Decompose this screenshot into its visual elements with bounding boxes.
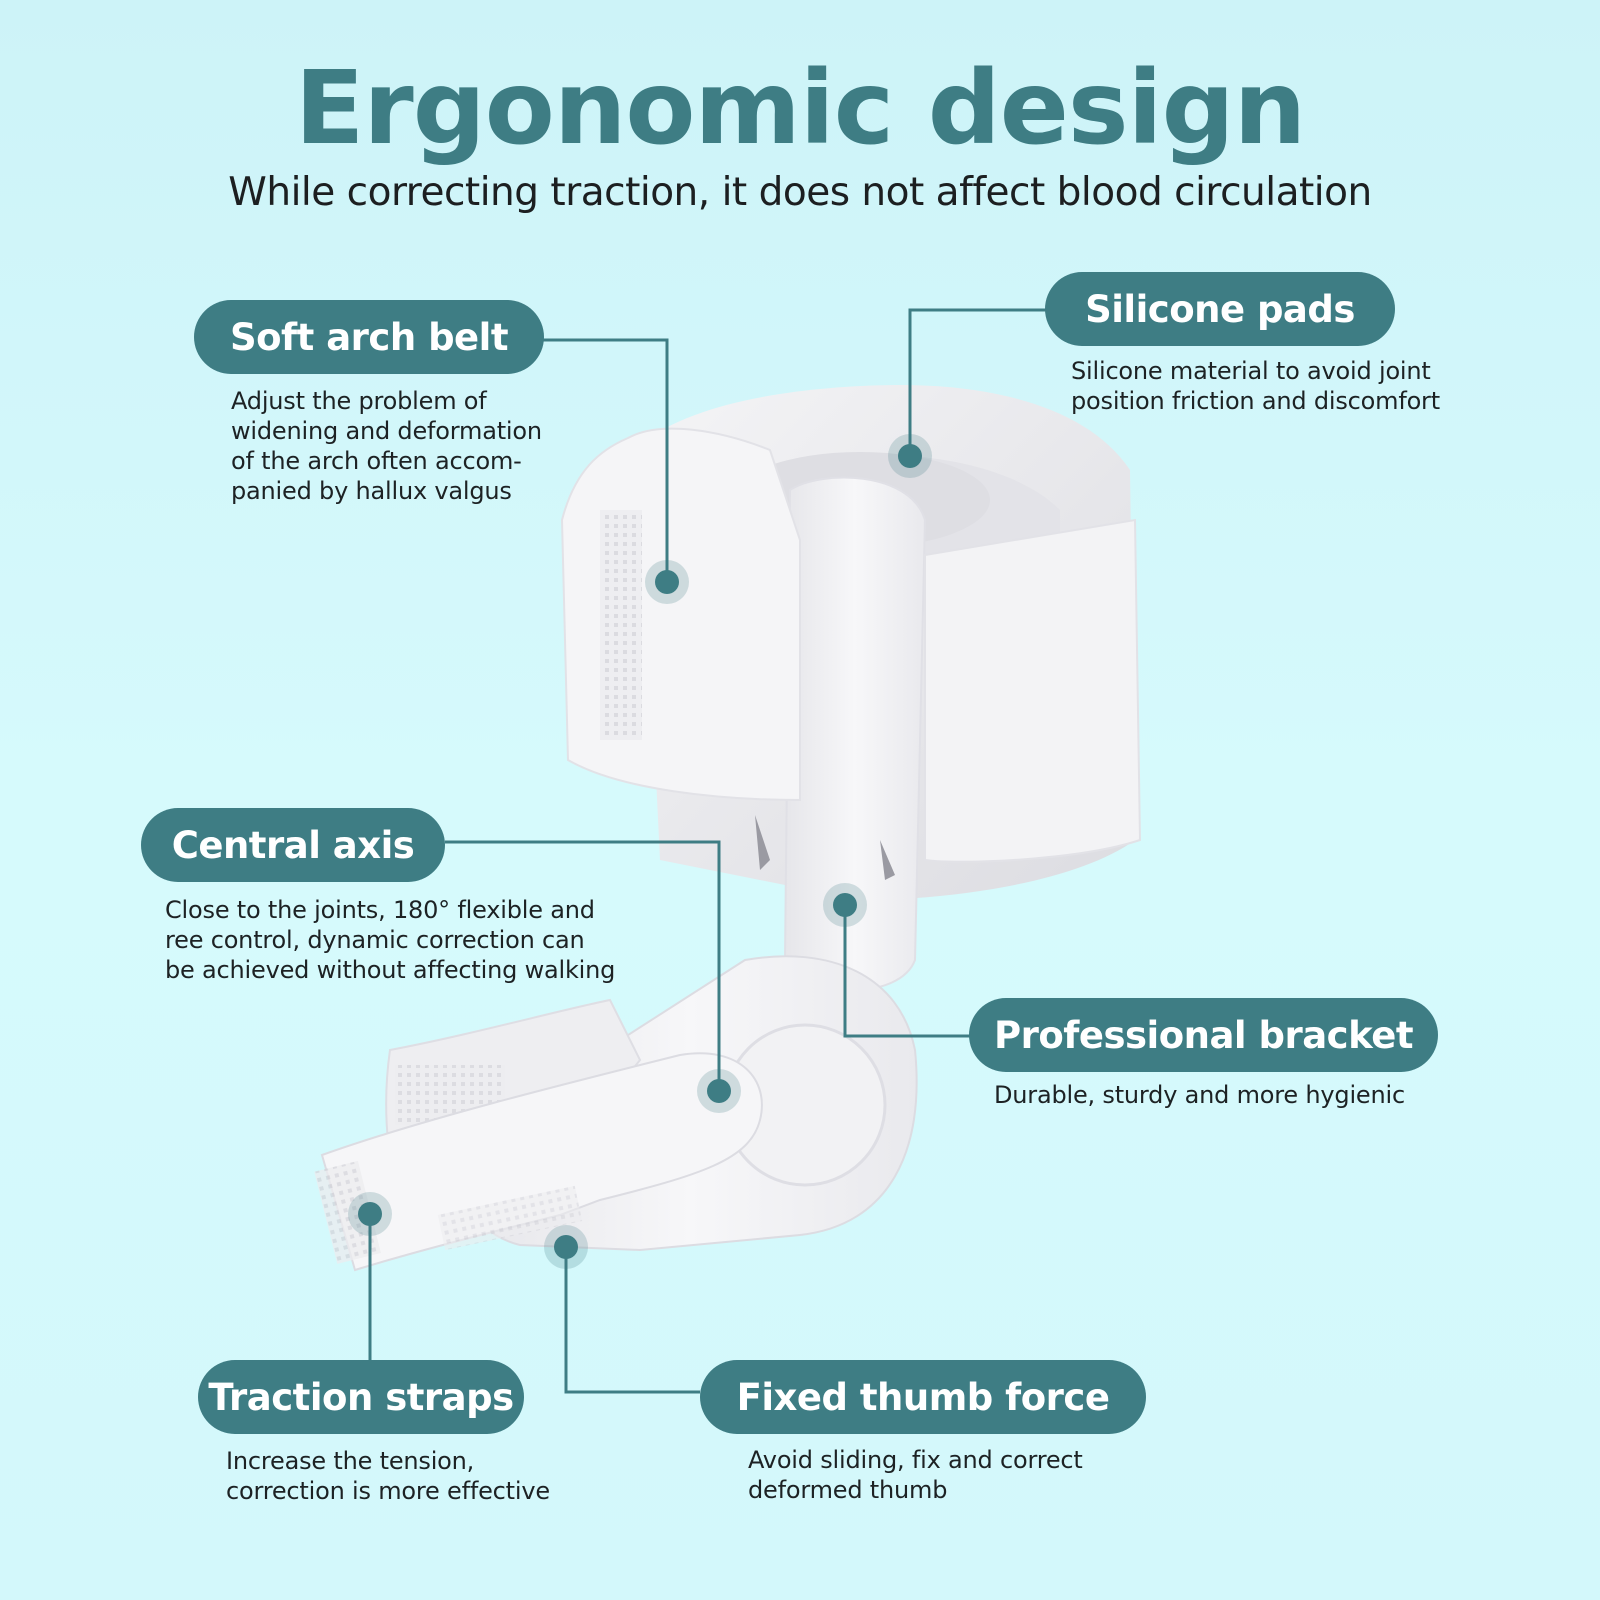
connector-soft-arch-belt xyxy=(540,338,669,582)
marker-dots xyxy=(348,434,932,1269)
desc-line: Close to the joints, 180° flexible and xyxy=(165,896,595,924)
page-title: Ergonomic design xyxy=(294,49,1306,168)
connector-lines xyxy=(368,308,1046,1394)
desc-fixed-thumb-force: Avoid sliding, fix and correct deformed … xyxy=(748,1445,1083,1505)
desc-line: ree control, dynamic correction can xyxy=(165,926,585,954)
marker-traction-straps xyxy=(348,1192,392,1236)
desc-line: position friction and discomfort xyxy=(1071,387,1440,415)
connector-professional-bracket xyxy=(843,905,970,1038)
desc-traction-straps: Increase the tension, correction is more… xyxy=(226,1446,550,1506)
marker-professional-bracket xyxy=(823,883,867,927)
desc-central-axis: Close to the joints, 180° flexible and r… xyxy=(165,895,615,985)
desc-line: panied by hallux valgus xyxy=(231,477,512,505)
desc-line: be achieved without affecting walking xyxy=(165,956,616,984)
desc-line: of the arch often accom- xyxy=(231,447,522,475)
arch-belt-front-left xyxy=(560,427,801,802)
desc-line: Avoid sliding, fix and correct xyxy=(748,1446,1083,1474)
connector-central-axis xyxy=(445,840,721,1091)
desc-professional-bracket: Durable, sturdy and more hygienic xyxy=(994,1080,1405,1110)
marker-central-axis xyxy=(697,1069,741,1113)
label-professional-bracket: Professional bracket xyxy=(969,998,1438,1072)
arch-belt-front-right xyxy=(924,518,1142,863)
desc-line: deformed thumb xyxy=(748,1476,948,1504)
page-subtitle: While correcting traction, it does not a… xyxy=(228,170,1372,215)
desc-soft-arch-belt: Adjust the problem of widening and defor… xyxy=(231,386,542,506)
connector-fixed-thumb-force xyxy=(564,1247,700,1394)
desc-line: Increase the tension, xyxy=(226,1447,475,1475)
arch-belt-mesh xyxy=(600,510,642,740)
label-traction-straps: Traction straps xyxy=(198,1360,524,1434)
label-central-axis: Central axis xyxy=(141,808,445,882)
desc-line: widening and deformation xyxy=(231,417,542,445)
label-soft-arch-belt: Soft arch belt xyxy=(194,300,544,374)
desc-line: correction is more effective xyxy=(226,1477,550,1505)
desc-line: Adjust the problem of xyxy=(231,387,487,415)
marker-silicone-pads xyxy=(888,434,932,478)
marker-soft-arch-belt xyxy=(645,560,689,604)
desc-line: Durable, sturdy and more hygienic xyxy=(994,1081,1405,1109)
label-fixed-thumb-force: Fixed thumb force xyxy=(700,1360,1146,1434)
connector-silicone-pads xyxy=(908,308,1046,456)
label-silicone-pads: Silicone pads xyxy=(1045,272,1395,346)
marker-fixed-thumb-force xyxy=(544,1225,588,1269)
desc-silicone-pads: Silicone material to avoid joint positio… xyxy=(1071,356,1440,416)
desc-line: Silicone material to avoid joint xyxy=(1071,357,1431,385)
